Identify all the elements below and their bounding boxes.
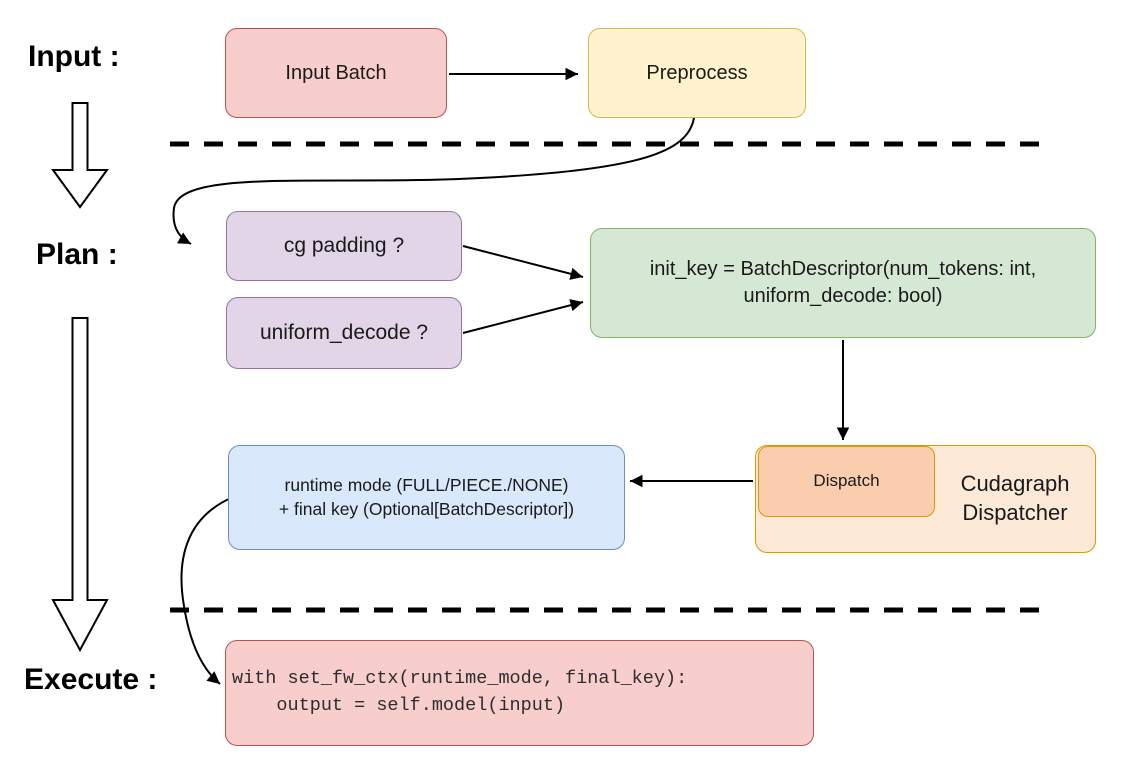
dispatch-label: Dispatch xyxy=(813,471,880,491)
runtime-mode-node: runtime mode (FULL/PIECE./NONE) + final … xyxy=(228,445,625,550)
uniform-decode-node: uniform_decode ? xyxy=(226,297,462,369)
cg-padding-label: cg padding ? xyxy=(283,233,405,257)
input-batch-label: Input Batch xyxy=(285,61,387,84)
cudagraph-dispatcher-label: Cudagraph Dispatcher xyxy=(936,448,1094,550)
init-key-node: init_key = BatchDescriptor(num_tokens: i… xyxy=(590,228,1096,338)
runtime-mode-line2: + final key (Optional[BatchDescriptor]) xyxy=(278,498,575,519)
uniform-decode-label: uniform_decode ? xyxy=(259,320,429,344)
arrow-cgpadding-to-initkey xyxy=(462,245,584,280)
stage-label-plan: Plan : xyxy=(36,238,118,271)
arrow-uniformdecode-to-initkey xyxy=(462,299,584,334)
dispatch-node: Dispatch xyxy=(758,446,935,517)
plan-to-execute-arrow xyxy=(51,317,109,653)
stage-label-execute: Execute : xyxy=(24,663,158,696)
arrow-runtime-to-executecode xyxy=(180,497,232,685)
preprocess-label: Preprocess xyxy=(646,61,748,84)
cudagraph-dispatcher-line1: Cudagraph xyxy=(960,471,1070,497)
init-key-line1: init_key = BatchDescriptor(num_tokens: i… xyxy=(649,258,1037,280)
runtime-mode-line1: runtime mode (FULL/PIECE./NONE) xyxy=(284,474,569,495)
preprocess-node: Preprocess xyxy=(588,28,806,118)
input-batch-node: Input Batch xyxy=(225,28,447,118)
execute-code-line2: output = self.model(input) xyxy=(232,695,566,716)
stage-label-input: Input : xyxy=(28,40,120,73)
cg-padding-node: cg padding ? xyxy=(226,211,462,281)
execute-code-node: with set_fw_ctx(runtime_mode, final_key)… xyxy=(225,640,814,746)
init-key-line2: uniform_decode: bool) xyxy=(743,285,943,307)
input-to-plan-arrow xyxy=(51,102,109,209)
execute-code-line1: with set_fw_ctx(runtime_mode, final_key)… xyxy=(232,668,688,690)
cudagraph-dispatcher-line2: Dispatcher xyxy=(962,500,1068,525)
